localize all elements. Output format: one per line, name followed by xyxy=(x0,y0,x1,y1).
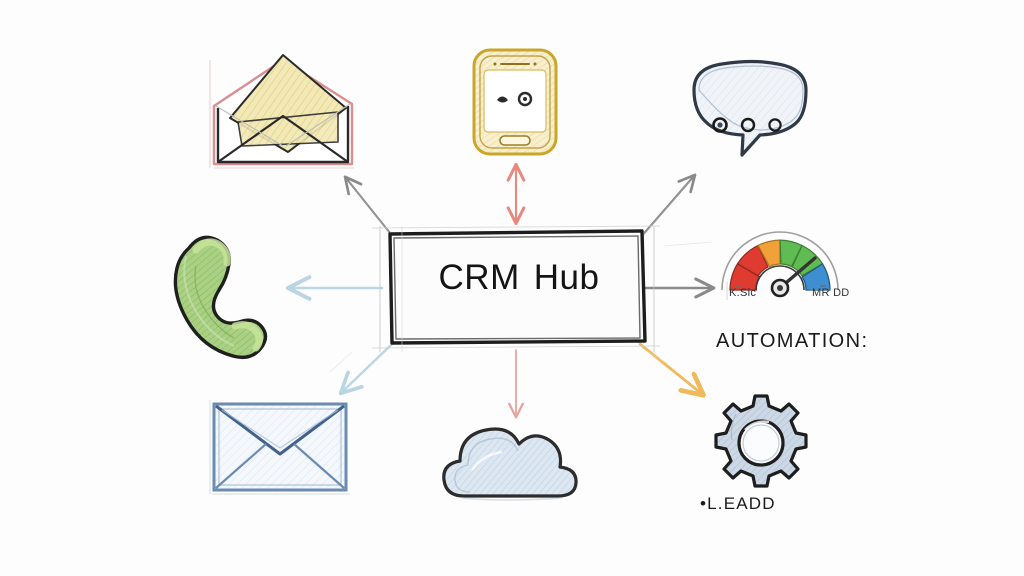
gauge-meter-icon[interactable] xyxy=(721,231,839,300)
connector-hub-to-speech-bubble xyxy=(637,173,697,242)
connector-hub-to-closed-envelope xyxy=(338,342,394,396)
open-envelope-icon[interactable] xyxy=(209,54,354,169)
gauge-left-label: K.Slc xyxy=(729,287,757,299)
sketch-stray-strokes xyxy=(329,241,713,373)
speech-bubble-icon[interactable] xyxy=(692,59,808,157)
hub-title: CRM Hub xyxy=(404,258,634,298)
lead-caption: •L.EADD xyxy=(700,494,776,513)
smartphone-icon[interactable] xyxy=(472,48,558,156)
hub-box[interactable] xyxy=(371,225,661,352)
hub-title-primary: CRM xyxy=(438,258,520,297)
automation-caption: AUTOMATION: xyxy=(716,330,869,352)
cloud-icon[interactable] xyxy=(442,427,578,501)
gear-icon[interactable] xyxy=(714,394,808,488)
connector-hub-to-gear xyxy=(638,342,702,394)
phone-handset-icon[interactable] xyxy=(173,235,268,360)
closed-envelope-icon[interactable] xyxy=(209,400,350,495)
gauge-right-label: MR DD xyxy=(812,287,850,299)
hub-title-secondary: Hub xyxy=(533,258,600,297)
